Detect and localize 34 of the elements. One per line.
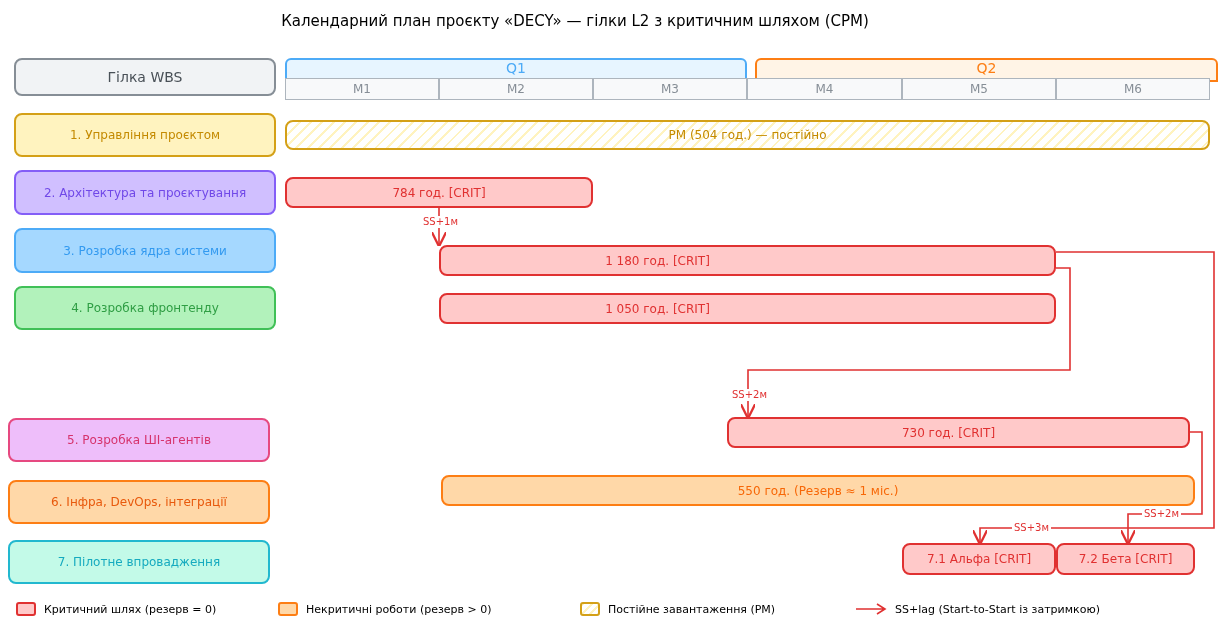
month-cell: M4 — [747, 78, 902, 100]
wbs-branch-box: 6. Інфра, DevOps, інтеграції — [8, 480, 270, 524]
critical-task-bar: 1 050 год. [CRIT] — [439, 293, 1056, 324]
edge-label: SS+1м — [421, 216, 460, 228]
edge-label: SS+2м — [1142, 508, 1181, 520]
month-cell: M1 — [285, 78, 439, 100]
legend-label: Некритичні роботи (резерв > 0) — [306, 603, 492, 616]
critical-task-bar: 730 год. [CRIT] — [727, 417, 1190, 448]
legend-label: Постійне завантаження (PM) — [608, 603, 776, 616]
critical-task-bar: 1 180 год. [CRIT] — [439, 245, 1056, 276]
wbs-branch-box: 7. Пілотне впровадження — [8, 540, 270, 584]
edge-label: SS+3м — [1012, 522, 1051, 534]
task-bar: 550 год. (Резерв ≈ 1 міс.) — [441, 475, 1195, 506]
dependency-arrow — [971, 251, 1215, 546]
critical-task-bar: 7.2 Бета [CRIT] — [1056, 543, 1195, 575]
chart-title: Календарний план проєкту «DECY» — гілки L2 з критичним шляхом (CPM) — [280, 12, 870, 30]
wbs-branch-box: 4. Розробка фронтенду — [14, 286, 276, 330]
month-cell: M2 — [439, 78, 593, 100]
edge-label: SS+2м — [730, 389, 769, 401]
month-cell: M6 — [1056, 78, 1210, 100]
dependency-arrow — [739, 267, 1071, 420]
month-cell: M3 — [593, 78, 747, 100]
quarter-band: Q1 — [285, 58, 747, 80]
hatched-task-bar: PM (504 год.) — постійно — [285, 120, 1210, 150]
wbs-branch-box: 2. Архітектура та проєктування — [14, 170, 276, 215]
wbs-branch-box: 5. Розробка ШІ-агентів — [8, 418, 270, 462]
month-cell: M5 — [902, 78, 1056, 100]
legend-label: SS+lag (Start-to-Start із затримкою) — [895, 603, 1100, 616]
wbs-branch-box: 3. Розробка ядра системи — [14, 228, 276, 273]
critical-task-bar: 784 год. [CRIT] — [285, 177, 593, 208]
critical-task-bar: 7.1 Альфа [CRIT] — [902, 543, 1056, 575]
wbs-branch-box: 1. Управління проєктом — [14, 113, 276, 157]
wbs-header-box: Гілка WBS — [14, 58, 276, 96]
legend-label: Критичний шлях (резерв = 0) — [44, 603, 217, 616]
